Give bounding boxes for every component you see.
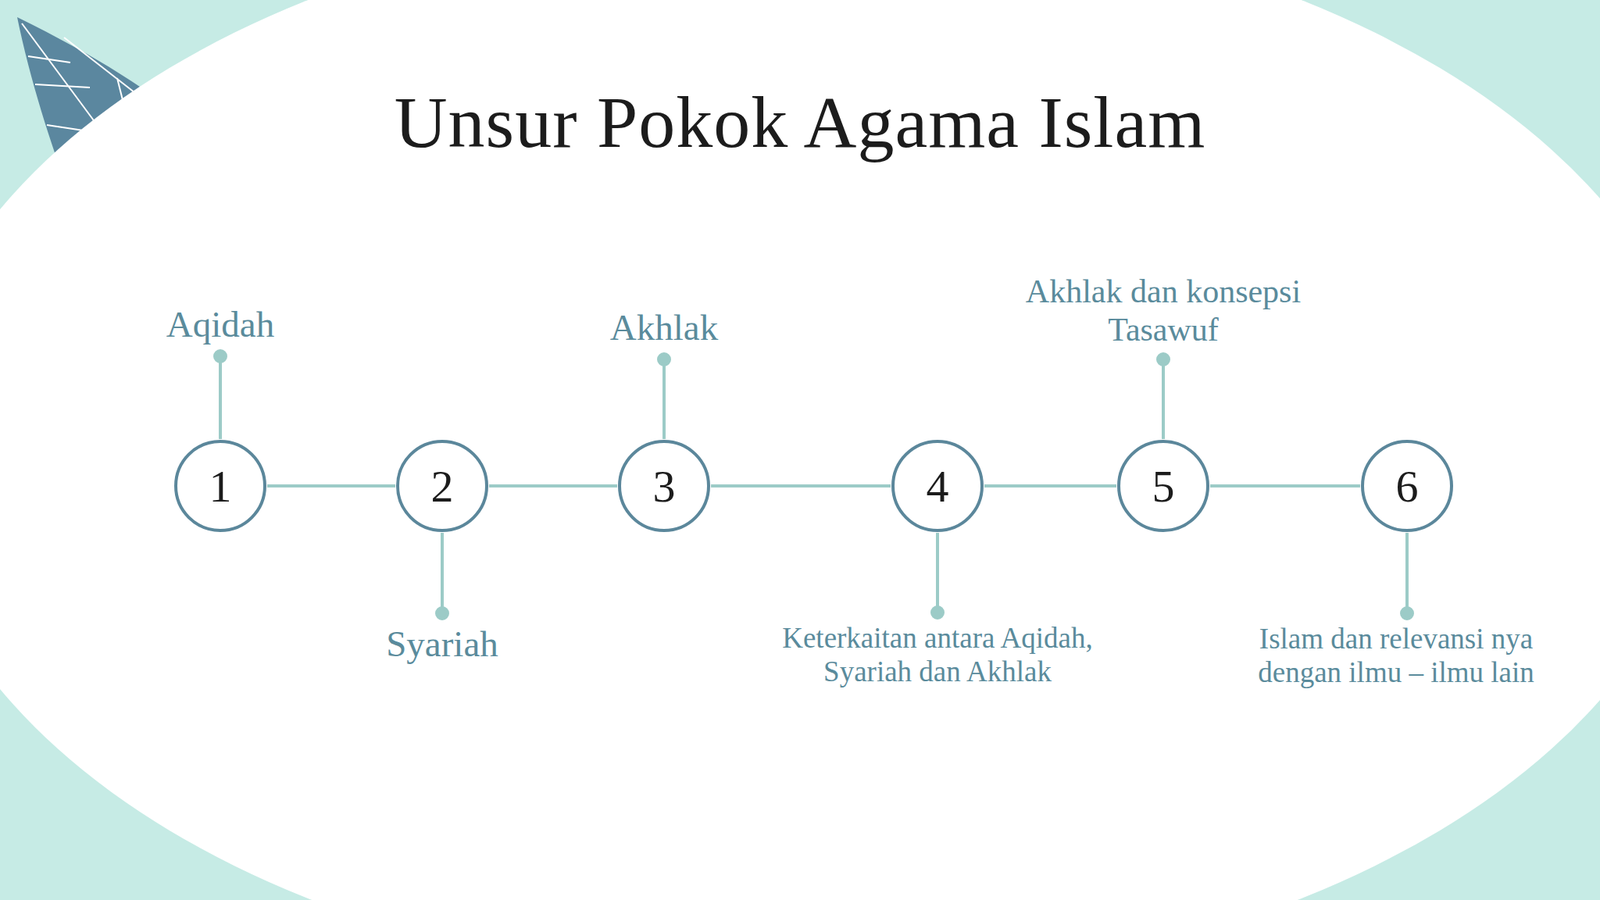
number-circle: 4Keterkaitan antara Aqidah, Syariah dan … <box>890 439 985 533</box>
step-number: 6 <box>1360 439 1454 533</box>
number-circle: 1Aqidah <box>173 439 268 533</box>
timeline-connector <box>267 484 396 488</box>
step-label: Aqidah <box>166 303 275 346</box>
number-circle: 6Islam dan relevansi nya dengan ilmu – i… <box>1360 439 1454 533</box>
diagram-title: Unsur Pokok Agama Islam <box>0 78 1600 167</box>
number-circle: 2Syariah <box>395 439 490 533</box>
step-number: 1 <box>173 439 268 533</box>
step-label: Islam dan relevansi nya dengan ilmu – il… <box>1224 622 1568 690</box>
step-label: Akhlak <box>610 306 718 349</box>
timeline-connector <box>710 484 891 488</box>
timeline-connector <box>984 484 1117 488</box>
step-number: 5 <box>1116 439 1211 533</box>
timeline-connector <box>489 484 618 488</box>
number-circle: 5Akhlak dan konsepsi Tasawuf <box>1116 439 1211 533</box>
number-circle: 3Akhlak <box>617 439 711 533</box>
step-number: 4 <box>890 439 985 533</box>
step-label: Keterkaitan antara Aqidah, Syariah dan A… <box>750 621 1125 689</box>
step-label: Syariah <box>385 622 499 665</box>
step-number: 3 <box>617 439 711 533</box>
step-number: 2 <box>395 439 490 533</box>
leader-lines <box>214 350 1413 619</box>
step-label: Akhlak dan konsepsi Tasawuf <box>991 272 1336 349</box>
timeline-connector <box>1210 484 1361 488</box>
